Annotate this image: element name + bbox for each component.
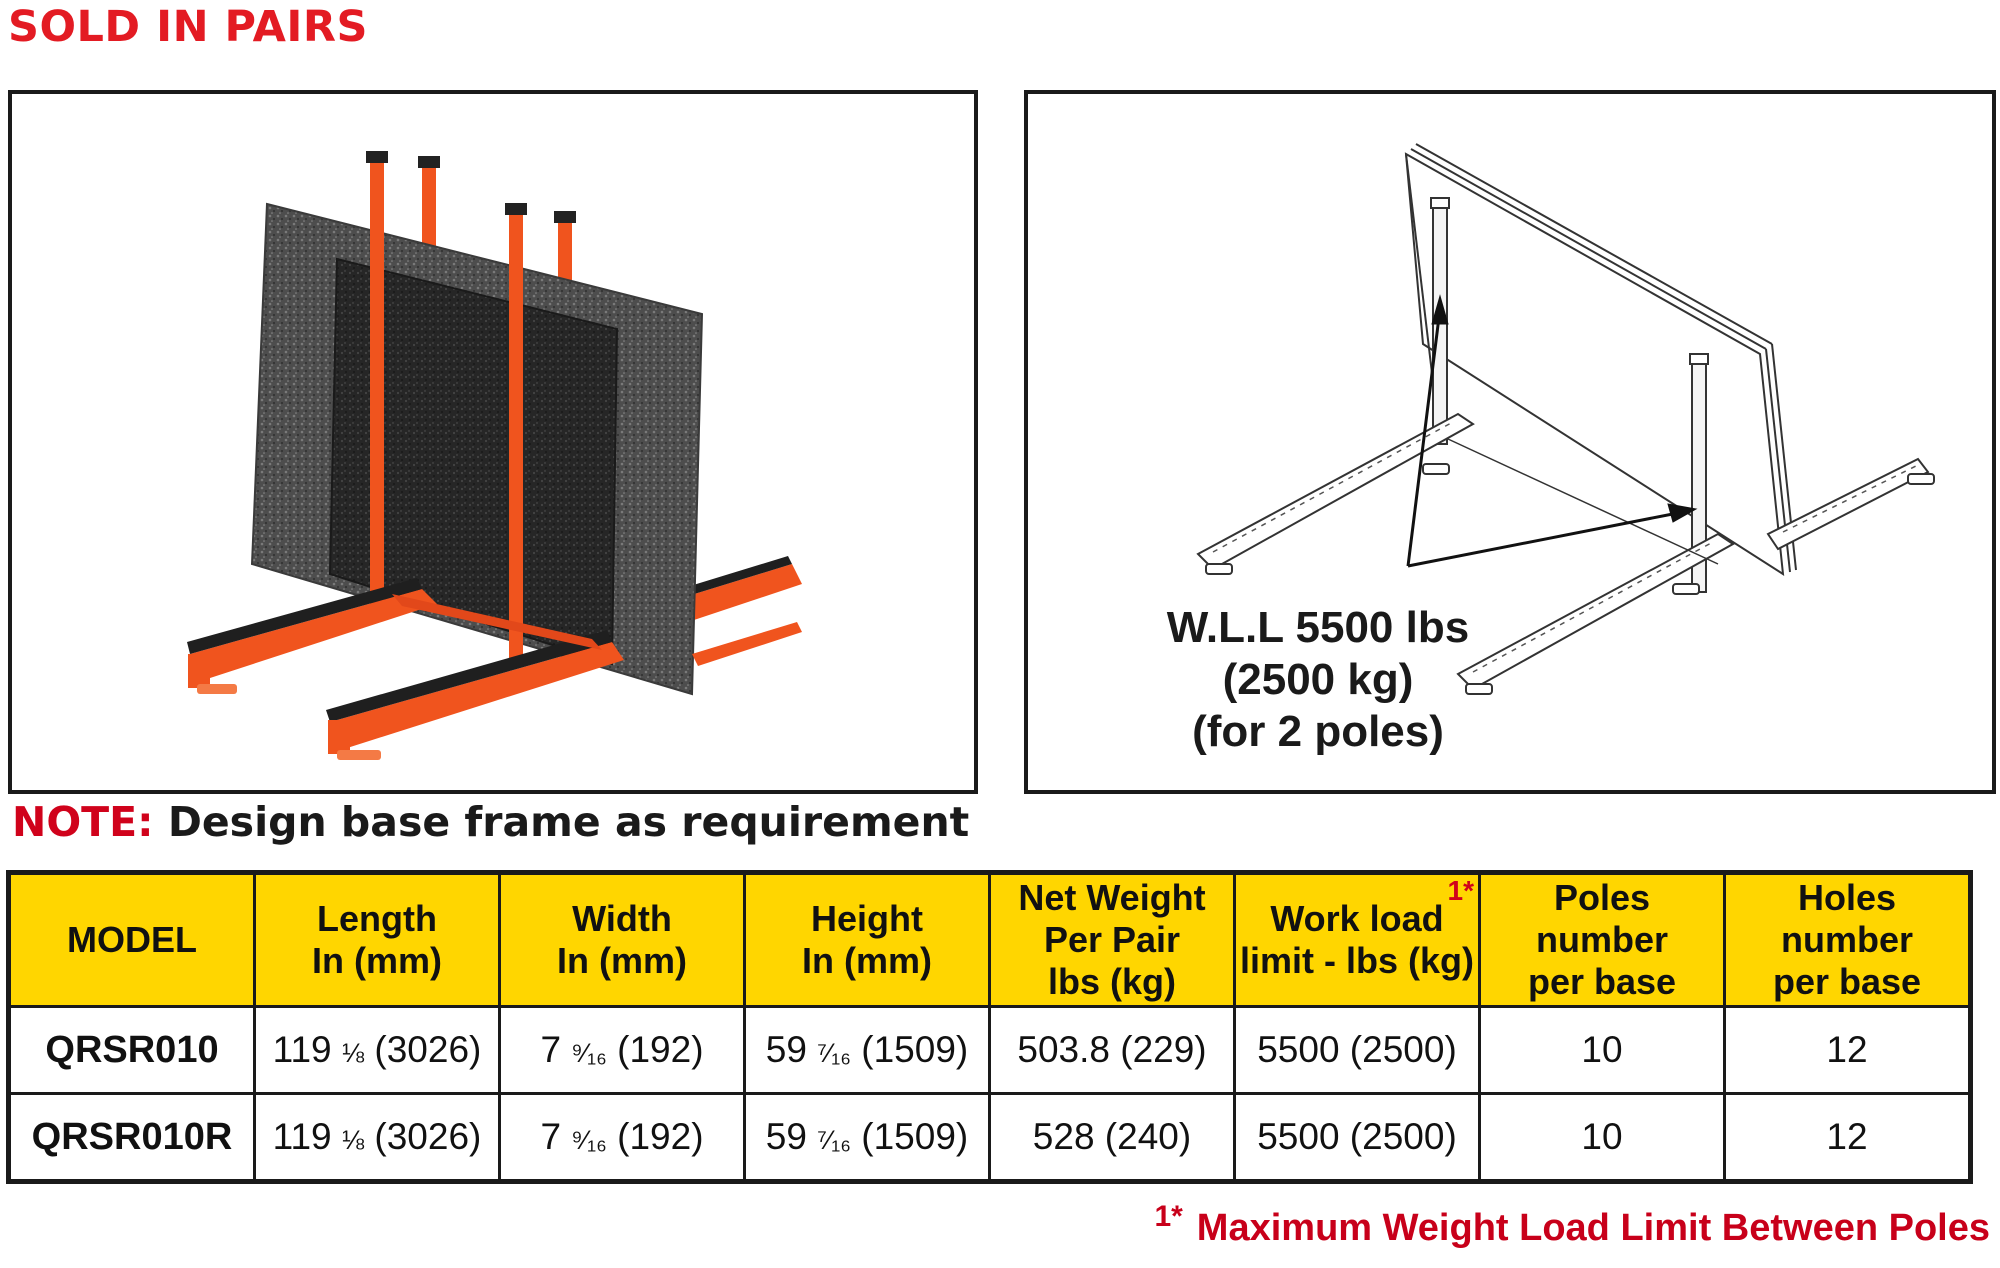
- cell-length: 119 ⅛ (3026): [253, 1092, 501, 1183]
- footnote-marker: 1*: [1447, 875, 1474, 906]
- footnote-mark: 1*: [1154, 1200, 1183, 1233]
- cell-poles-number: 10: [1478, 1092, 1726, 1183]
- footnote: 1* Maximum Weight Load Limit Between Pole…: [1154, 1200, 1990, 1250]
- wll-callout-line2: (2500 kg): [1222, 655, 1414, 704]
- cell-work-load-limit: 5500 (2500): [1233, 1005, 1481, 1095]
- cell-holes-number: 12: [1723, 1005, 1972, 1095]
- cell-poles-number: 10: [1478, 1005, 1726, 1095]
- cell-net-weight: 503.8 (229): [988, 1005, 1236, 1095]
- note-text: Design base frame as requirement: [153, 798, 970, 846]
- wll-callout-line1: W.L.L 5500 lbs: [1166, 603, 1470, 652]
- cell-height: 59 ⁷⁄₁₆ (1509): [743, 1092, 991, 1183]
- page-title: SOLD IN PAIRS: [8, 2, 368, 52]
- rack-line-drawing: [1196, 143, 1935, 695]
- cell-model: QRSR010: [7, 1005, 256, 1095]
- cell-width: 7 ⁹⁄₁₆ (192): [498, 1005, 746, 1095]
- cell-net-weight: 528 (240): [988, 1092, 1236, 1183]
- col-header-model: MODEL: [7, 871, 256, 1008]
- cell-holes-number: 12: [1723, 1092, 1972, 1183]
- technical-drawing-panel: W.L.L 5500 lbs (2500 kg) (for 2 poles): [1024, 90, 1996, 794]
- rack-photo-illustration: [187, 151, 802, 760]
- wll-callout-line3: (for 2 poles): [1192, 707, 1444, 756]
- table-row: QRSR010 119 ⅛ (3026) 7 ⁹⁄₁₆ (192) 59 ⁷⁄₁…: [7, 1005, 1972, 1095]
- wll-callout: W.L.L 5500 lbs (2500 kg) (for 2 poles): [1088, 602, 1548, 758]
- product-photo-panel: [8, 90, 978, 794]
- note-label: NOTE:: [12, 798, 154, 846]
- cell-length: 119 ⅛ (3026): [253, 1005, 501, 1095]
- cell-model: QRSR010R: [7, 1092, 256, 1183]
- table-row: QRSR010R 119 ⅛ (3026) 7 ⁹⁄₁₆ (192) 59 ⁷⁄…: [7, 1092, 1972, 1183]
- design-note: NOTE: Design base frame as requirement: [12, 798, 969, 846]
- footnote-text: Maximum Weight Load Limit Between Poles: [1196, 1207, 1990, 1249]
- cell-work-load-limit: 5500 (2500): [1233, 1092, 1481, 1183]
- cell-height: 59 ⁷⁄₁₆ (1509): [743, 1005, 991, 1095]
- cell-width: 7 ⁹⁄₁₆ (192): [498, 1092, 746, 1183]
